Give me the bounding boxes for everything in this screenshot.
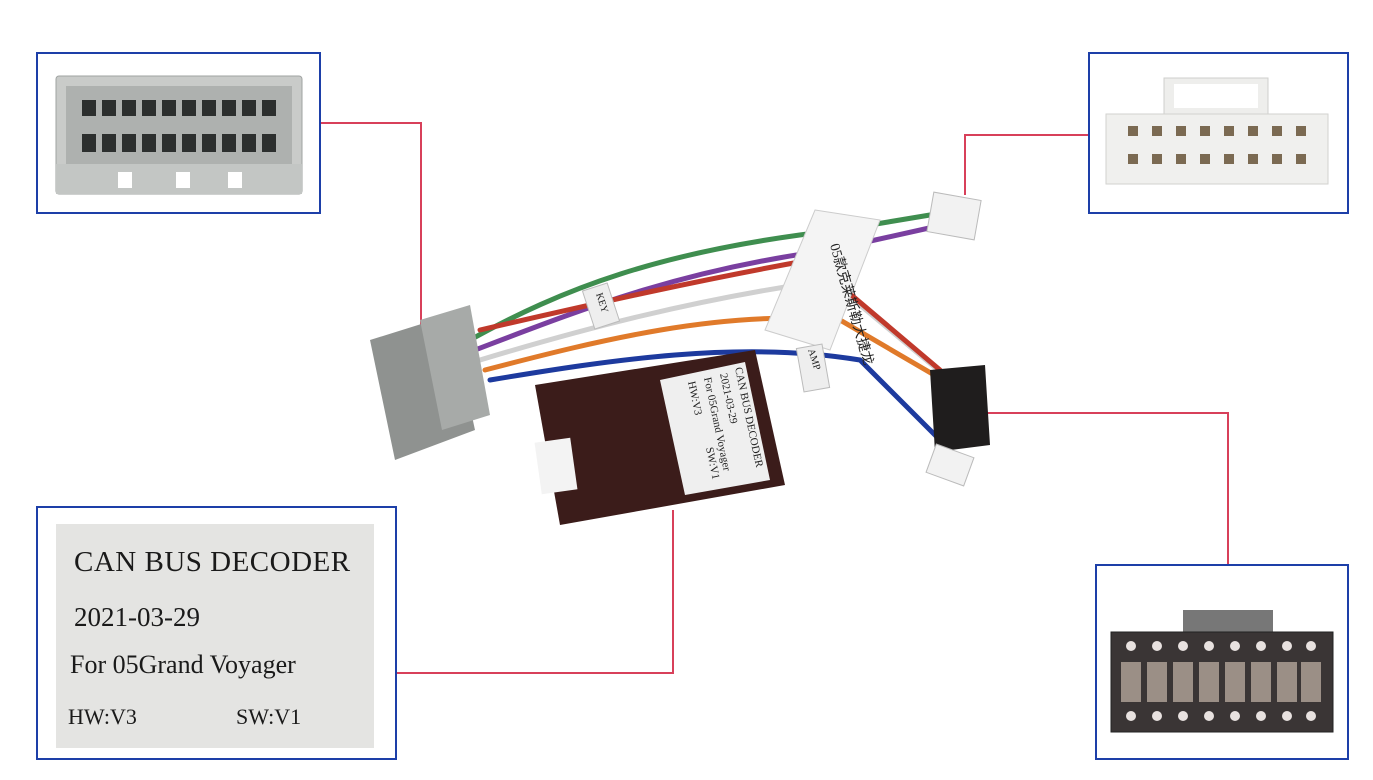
decoder-label-closeup: CAN BUS DECODER 2021-03-29 For 05Grand V… <box>36 506 397 760</box>
label-date: 2021-03-29 <box>74 602 200 632</box>
label-model: For 05Grand Voyager <box>70 650 296 679</box>
model-tag: 05款克莱斯勒大捷龙 <box>764 209 881 367</box>
decoder-label-card: CAN BUS DECODER 2021-03-29 For 05Grand V… <box>56 524 374 748</box>
leader-line-bottom-left <box>397 510 674 674</box>
label-hardware-version: HW:V3 <box>68 704 137 729</box>
connector-closeup-white <box>1088 52 1349 214</box>
decoder-module: CAN BUS DECODER 2021-03-29 For 05Grand V… <box>534 350 785 525</box>
gray-connector <box>370 305 490 460</box>
connector-closeup-black <box>1095 564 1349 760</box>
label-software-version: SW:V1 <box>236 704 302 729</box>
label-title: CAN BUS DECODER <box>74 546 351 578</box>
wiring-harness-photo: 05款克莱斯勒大捷龙 KEY AMP CAN BUS DECODER 2021-… <box>370 191 990 525</box>
leader-line-top-left <box>321 122 422 330</box>
leader-line-bottom-right <box>985 412 1229 564</box>
amp-tag: AMP <box>795 343 831 393</box>
black-connector <box>930 365 990 452</box>
leader-line-top-right <box>964 134 1088 195</box>
connector-closeup-gray <box>36 52 321 214</box>
key-tag: KEY <box>581 282 621 330</box>
